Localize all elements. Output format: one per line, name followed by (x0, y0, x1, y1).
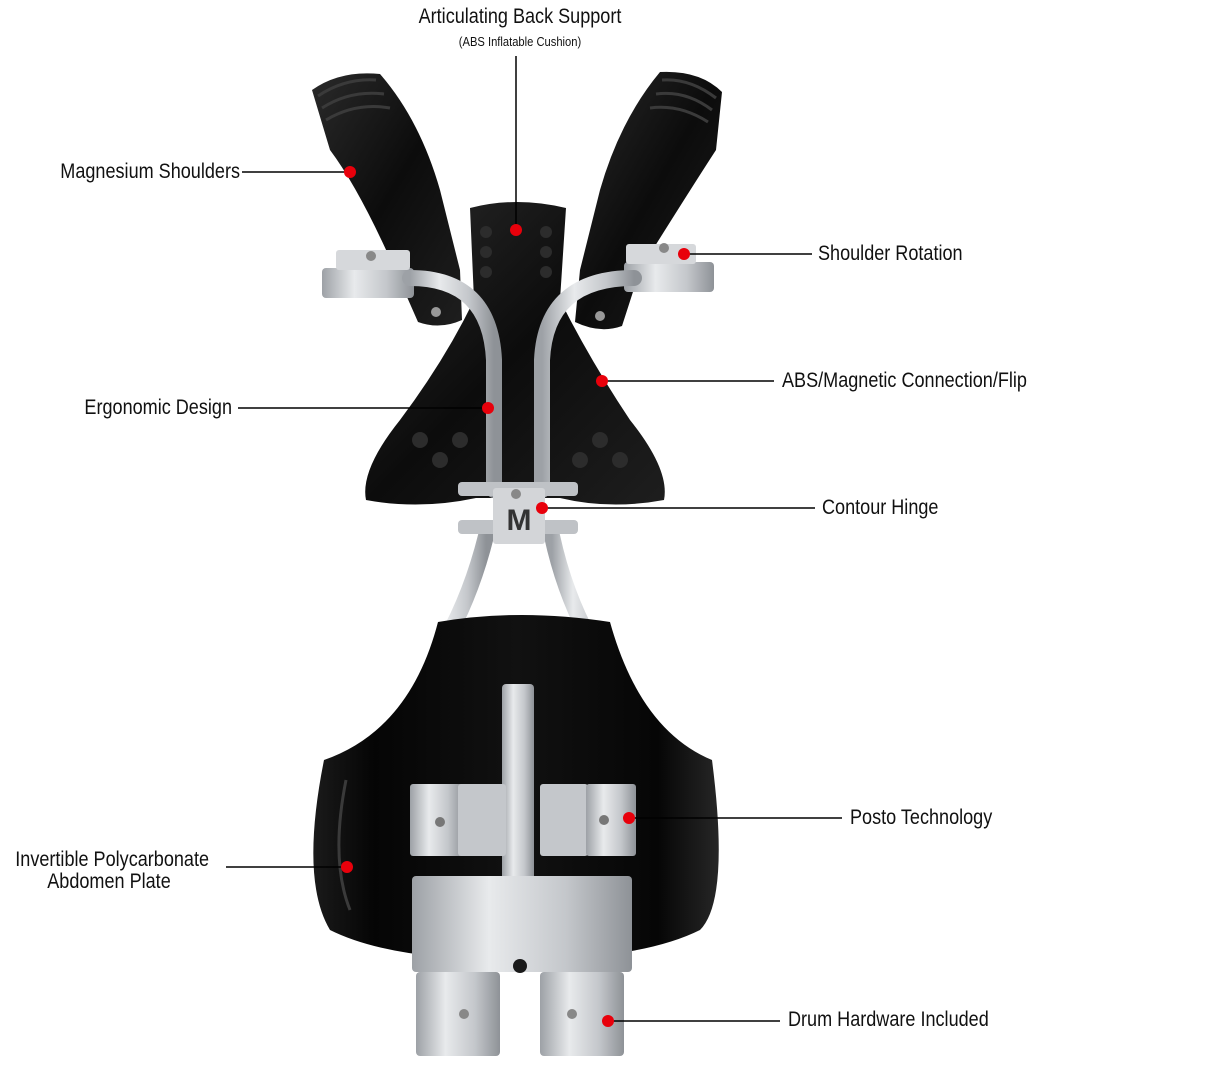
back-support-shell (365, 202, 665, 505)
marker-abs-magnetic (596, 375, 608, 387)
marker-back-support (510, 224, 522, 236)
marker-contour-hinge (536, 502, 548, 514)
label-shoulder-rotation: Shoulder Rotation (818, 242, 963, 265)
marker-shoulder-rotation (678, 248, 690, 260)
leader-lines (226, 56, 842, 1022)
label-abdomen-plate-line2: Abdomen Plate (47, 870, 171, 893)
label-abdomen-plate-line1: Invertible Polycarbonate (15, 848, 210, 871)
svg-text:M: M (507, 504, 532, 537)
marker-drum-hardware (602, 1015, 614, 1027)
label-back-support-sub: (ABS Inflatable Cushion) (458, 34, 582, 49)
left-shoulder-bracket (322, 250, 441, 317)
label-posto: Posto Technology (850, 806, 993, 829)
marker-ergonomic (482, 402, 494, 414)
contour-hinge-block: M (458, 482, 578, 544)
right-shoulder-bracket (595, 243, 714, 321)
left-shoulder-strap (312, 73, 462, 326)
label-shoulders: Magnesium Shoulders (60, 160, 240, 183)
markers (341, 166, 690, 1027)
right-shoulder-strap (575, 71, 722, 330)
label-ergonomic: Ergonomic Design (84, 396, 232, 419)
label-back-support: Articulating Back Support (418, 5, 622, 28)
label-contour-hinge: Contour Hinge (822, 496, 939, 519)
drum-hardware (410, 684, 636, 1056)
label-abs-magnetic: ABS/Magnetic Connection/Flip (782, 369, 1027, 392)
marker-posto (623, 812, 635, 824)
marker-shoulders (344, 166, 356, 178)
label-drum-hardware: Drum Hardware Included (788, 1008, 989, 1031)
marker-abdomen-plate (341, 861, 353, 873)
